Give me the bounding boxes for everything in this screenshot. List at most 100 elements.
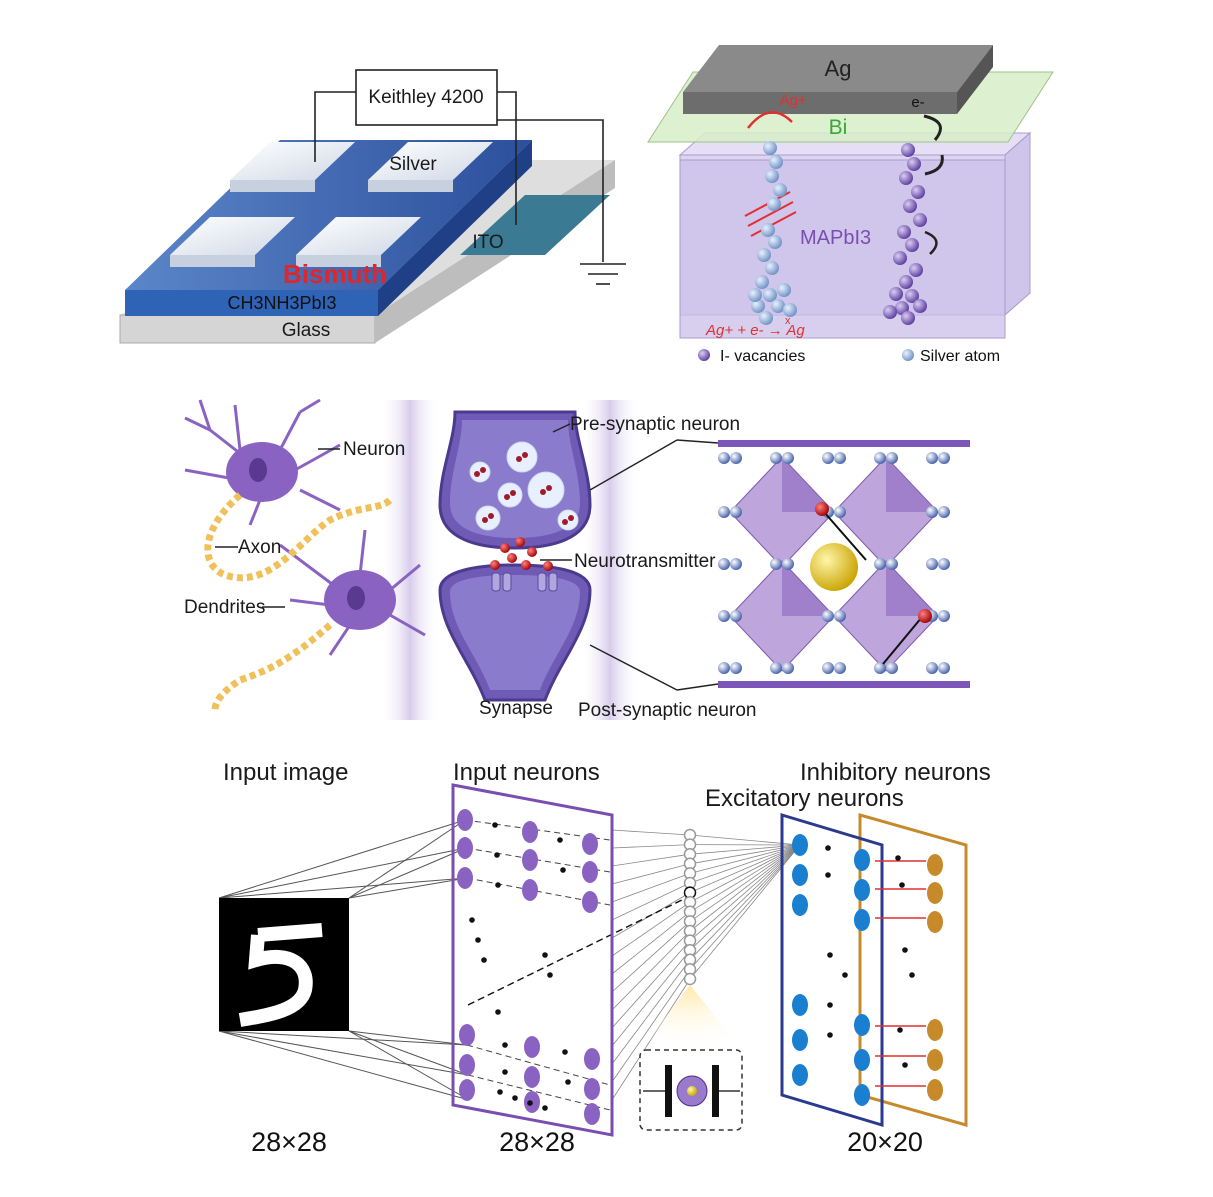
- ellipsis-dot: [827, 1032, 833, 1038]
- inhibitory-label: Inhibitory neurons: [800, 759, 991, 786]
- excitatory-neuron: [854, 849, 870, 871]
- haze-left: [380, 400, 440, 720]
- input-neurons: [457, 809, 600, 1125]
- device-inset-right: [712, 1065, 719, 1117]
- silver-filament: [748, 141, 797, 325]
- vacancy-atom: [901, 311, 915, 325]
- vesicle-molecule: [474, 471, 480, 477]
- device-inset-core: [687, 1086, 697, 1096]
- lattice-atom: [874, 662, 886, 674]
- haze-right: [580, 400, 640, 720]
- ellipsis-dot: [475, 937, 481, 943]
- image-connection: [218, 1030, 469, 1076]
- image-connection: [348, 1030, 470, 1101]
- excitatory-neuron: [854, 1084, 870, 1106]
- neurotransmitter-molecule: [515, 537, 525, 547]
- vacancy-atom: [905, 289, 919, 303]
- lattice-atom: [782, 452, 794, 464]
- panel-b-mechanism: Ag Bi Ag+ e- MAPbI3 Ag+ + e- → Ag x I- v…: [647, 45, 1054, 365]
- ellipsis-dot: [909, 972, 915, 978]
- ellipsis-dot: [825, 872, 831, 878]
- neurotransmitter-molecule: [543, 561, 553, 571]
- vesicle-molecule: [546, 485, 552, 491]
- ellipsis-dot: [492, 822, 498, 828]
- vesicle-molecule: [562, 519, 568, 525]
- ellipsis-dot: [542, 1105, 548, 1111]
- wires: [314, 91, 604, 262]
- vacancy-atom: [899, 275, 913, 289]
- synapse-connection: [611, 969, 691, 1083]
- vacancy-atom: [889, 287, 903, 301]
- lattice-atom: [834, 506, 846, 518]
- octahedron-face: [782, 457, 834, 512]
- input-neuron: [582, 833, 598, 855]
- cation-center: [810, 543, 858, 591]
- input-neuron: [522, 879, 538, 901]
- lattice-atom: [822, 662, 834, 674]
- synapse-label: Synapse: [479, 698, 553, 719]
- synapse-connection: [611, 959, 691, 1065]
- ellipsis-dot: [542, 952, 548, 958]
- silver-atom: [783, 303, 797, 317]
- ag-label: Ag: [825, 56, 852, 81]
- neurotransmitter-label: Neurotransmitter: [574, 551, 716, 572]
- migration-arrow-2: [882, 616, 923, 665]
- octahedron-face: [886, 561, 938, 616]
- silver-atom: [769, 155, 783, 169]
- neuron-lower-nucleus: [347, 586, 365, 610]
- ellipsis-dot: [502, 1042, 508, 1048]
- instrument-box: [355, 69, 498, 126]
- vacancy-atom: [913, 213, 927, 227]
- synapse-connection: [611, 930, 691, 1011]
- ellipsis-dot: [825, 845, 831, 851]
- vacancy-atom: [913, 299, 927, 313]
- excitatory-neuron: [792, 1064, 808, 1086]
- vesicle-molecule: [482, 517, 488, 523]
- iodide-2: [918, 609, 932, 623]
- ag-side: [957, 45, 993, 114]
- neuron-upper-nucleus: [249, 458, 267, 482]
- ground-icon: [580, 263, 626, 285]
- electrode-top: [718, 440, 970, 447]
- ellipsis-dot: [494, 852, 500, 858]
- ellipsis-dot: [547, 972, 553, 978]
- size-input-label: 28×28: [251, 1127, 327, 1157]
- excitatory-plane: [780, 812, 884, 1128]
- post-synaptic-label: Post-synaptic neuron: [578, 700, 757, 721]
- vesicle: [497, 482, 523, 508]
- octahedron-face: [886, 457, 938, 512]
- box-side: [1004, 131, 1031, 317]
- ag-ion-arrow: [747, 111, 793, 129]
- legend-silver-marker: [902, 349, 914, 361]
- lattice-atom: [718, 452, 730, 464]
- lattice-atom: [834, 662, 846, 674]
- input-neuron: [457, 867, 473, 889]
- vacancy-atom: [907, 157, 921, 171]
- vacancy-atom: [901, 143, 915, 157]
- axon-upper: [204, 492, 393, 582]
- dashed-connection: [467, 1074, 611, 1111]
- ellipsis-dot: [495, 882, 501, 888]
- octahedron-face: [782, 561, 834, 616]
- silver-atom: [763, 288, 777, 302]
- synapse-connection: [611, 829, 691, 836]
- electron-arrow: [923, 114, 942, 141]
- vesicle: [527, 471, 565, 509]
- image-connection: [348, 847, 467, 899]
- silver-atom: [761, 223, 775, 237]
- silver-atom: [777, 283, 791, 297]
- image-connection: [218, 847, 467, 899]
- vesicle: [469, 461, 491, 483]
- ellipsis-dot: [565, 1079, 571, 1085]
- ellipsis-dot: [842, 972, 848, 978]
- lattice-atom: [718, 558, 730, 570]
- glass-label: Glass: [282, 320, 331, 341]
- lattice-atom: [926, 558, 938, 570]
- digit-five: [238, 923, 323, 1027]
- vacancy-atom: [897, 225, 911, 239]
- input-neuron: [459, 1024, 475, 1046]
- lattice-atom: [834, 452, 846, 464]
- bismuth-label: Bismuth: [283, 259, 387, 289]
- synapse-connection: [611, 882, 691, 921]
- excitatory-label: Excitatory neurons: [705, 785, 904, 812]
